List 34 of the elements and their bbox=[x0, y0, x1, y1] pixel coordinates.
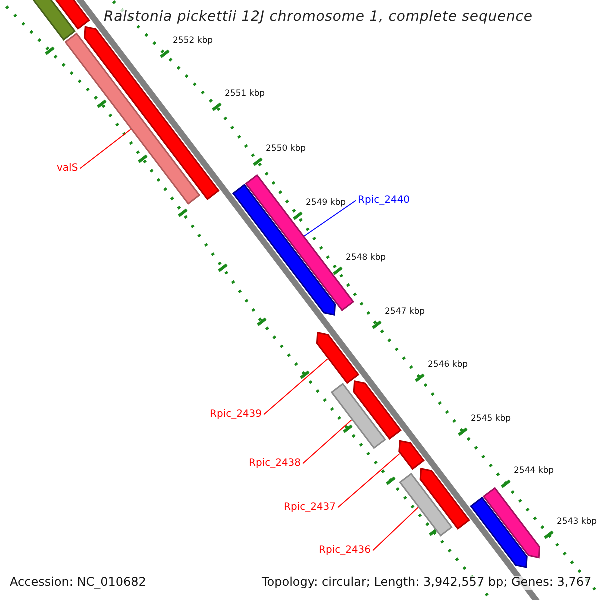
tick-label: 2550 kbp bbox=[266, 145, 306, 155]
leader-line bbox=[304, 200, 356, 237]
tick-label: 2552 kbp bbox=[173, 37, 214, 47]
genome-info-text: Topology: circular; Length: 3,942,557 bp; Genes: 3,767 bbox=[262, 576, 592, 590]
tick-label: 2547 kbp bbox=[385, 308, 426, 318]
gene-label: Rpic_2438 bbox=[249, 458, 302, 470]
pointed-gene-block bbox=[482, 487, 541, 559]
tick-label: 2548 kbp bbox=[346, 254, 386, 264]
tick-label: 2551 kbp bbox=[225, 90, 266, 100]
gene-bar bbox=[399, 472, 453, 537]
tick-label: 2545 kbp bbox=[471, 415, 512, 425]
gene-bar bbox=[330, 383, 386, 450]
accession-text: Accession: NC_010682 bbox=[10, 576, 146, 590]
gene-label: Rpic_2437 bbox=[284, 502, 336, 514]
tick-label: 2549 kbp bbox=[306, 199, 346, 209]
leader-line bbox=[264, 358, 328, 416]
gene-label: Rpic_2440 bbox=[358, 195, 410, 206]
title: Ralstonia pickettii 12J chromosome 1, complete sequence bbox=[104, 9, 533, 26]
leader-line bbox=[338, 453, 400, 508]
gene-label: Rpic_2439 bbox=[210, 409, 262, 420]
leader-line bbox=[372, 507, 419, 552]
pointed-gene-block bbox=[353, 380, 402, 440]
pointed-gene-block bbox=[84, 26, 220, 200]
gene-label: valS bbox=[57, 163, 78, 174]
tick-label: 2544 kbp bbox=[514, 467, 554, 477]
tick-label: 2543 kbp bbox=[557, 518, 598, 528]
pointed-gene-block bbox=[420, 468, 470, 530]
pointed-gene-block bbox=[470, 496, 528, 568]
tick-label: 2546 kbp bbox=[428, 361, 468, 371]
leader-line bbox=[302, 420, 352, 464]
pointed-gene-block bbox=[316, 332, 360, 384]
gene-label: Rpic_2436 bbox=[319, 545, 372, 556]
leader-line bbox=[80, 129, 132, 170]
pointed-gene-block bbox=[398, 440, 425, 470]
